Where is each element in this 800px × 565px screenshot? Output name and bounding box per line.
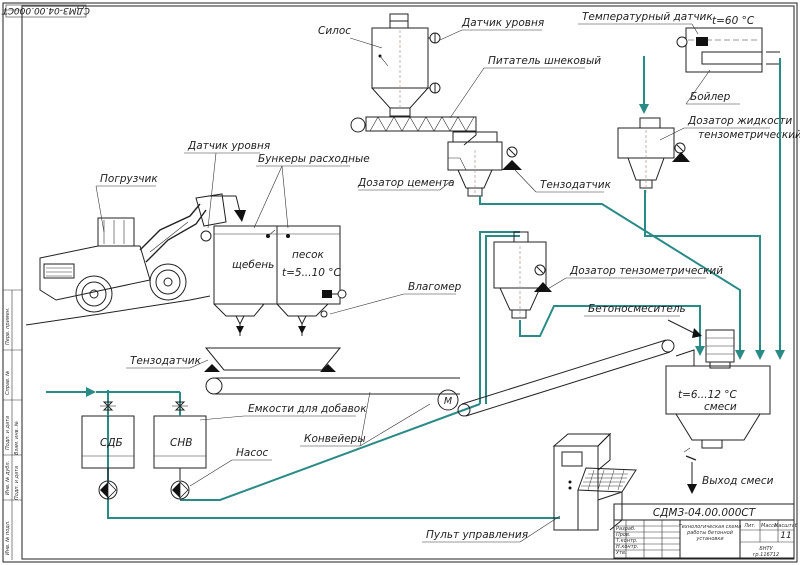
title-name-1: Технологическая схема	[679, 524, 742, 530]
concrete-mixer-label: Бетоносмеситель	[588, 303, 686, 315]
concrete-mixer: Бетоносмеситель t=6...12 °C смеси Выход …	[584, 303, 774, 494]
side-strip-text: Подп. и дата	[14, 466, 20, 500]
role-row: Н.контр.	[616, 544, 638, 550]
control-panel: Пульт управления	[422, 432, 637, 543]
title-block: СДМЗ-04.00.000СТ Технологическая схема р…	[613, 503, 798, 559]
col-header: Лит.	[743, 523, 756, 529]
pipelines	[46, 56, 785, 519]
mix-temp-label-2: смеси	[704, 401, 737, 413]
cement-doser: Дозатор цемента Тензодатчик	[357, 131, 612, 197]
loader: Погрузчик	[25, 173, 227, 326]
cement-doser-label: Дозатор цемента	[357, 177, 455, 189]
role-row: Утв.	[616, 550, 627, 556]
gravel-label: щебень	[232, 259, 274, 271]
moisture-meter-label: Влагомер	[408, 281, 462, 293]
title-name-2: работы бетонной	[686, 530, 734, 536]
side-strip-text: Взам. инв. №	[14, 421, 20, 455]
loader-arrow	[208, 195, 246, 222]
side-strip-text: Перв. примен.	[5, 307, 11, 345]
side-strip-text: Справ. №	[5, 371, 11, 395]
tenso-doser-label: Дозатор тензометрический	[569, 265, 723, 277]
load-cell-2-label: Тензодатчик	[130, 355, 202, 367]
drawing-code: СДМЗ-04.00.000СТ	[653, 507, 757, 519]
sand-temp-label: t=5...10 °C	[282, 267, 342, 279]
bunkers-label: Бункеры расходные	[258, 153, 370, 165]
silo-label: Силос	[318, 25, 351, 37]
boiler: Температурный датчик t=60 °C Бойлер	[578, 11, 780, 105]
pump-label: Насос	[236, 447, 269, 459]
top-code: СДМЗ-04.00.000СТ	[1, 5, 90, 15]
col-header: Масса	[761, 523, 777, 529]
sand-label: песок	[292, 249, 325, 261]
mix-temp-label: t=6...12 °C	[678, 389, 738, 401]
side-strip-text: Подп. и дата	[5, 416, 11, 450]
side-strip-text: Инв. № дубл.	[5, 461, 11, 495]
tenso-doser: Дозатор тензометрический	[493, 231, 723, 320]
silo: Силос	[318, 13, 441, 117]
sheet-number: 11	[780, 531, 791, 541]
side-strip-text: Инв. № подл.	[5, 521, 11, 556]
title-name-3: установки	[695, 536, 724, 542]
liquid-doser-label-2: тензометрический	[698, 129, 800, 141]
side-strip: Перв. примен. Справ. № Подп. и дата Инв.…	[3, 289, 22, 560]
boiler-label: Бойлер	[690, 91, 731, 103]
loader-label: Погрузчик	[100, 173, 158, 185]
sdb-label: СДБ	[100, 437, 123, 449]
liquid-doser-label-1: Дозатор жидкости	[687, 115, 792, 127]
horizontal-conveyor: Тензодатчик М	[126, 347, 460, 411]
screw-feeder-label: Питатель шнековый	[488, 55, 601, 67]
silo-level-sensor: Датчик уровня	[439, 17, 544, 41]
role-row: Т.контр.	[616, 538, 638, 544]
liquid-doser: Дозатор жидкости тензометрический	[617, 115, 800, 195]
pumps: Насос	[98, 447, 272, 500]
mix-output-label: Выход смеси	[702, 475, 774, 487]
col-header: Масштаб	[774, 523, 798, 529]
org-2: гр.116712	[753, 552, 779, 558]
role-row: Пров.	[616, 532, 631, 538]
boiler-temp-label: t=60 °C	[712, 15, 755, 27]
moisture-meter: Влагомер	[329, 281, 462, 315]
role-row: Разраб.	[616, 526, 636, 532]
level-sensor-2-label: Датчик уровня	[187, 140, 270, 152]
additive-tanks: Емкости для добавок СДБ СНВ	[81, 391, 367, 469]
control-panel-label: Пульт управления	[426, 529, 528, 541]
motor-label: М	[444, 396, 452, 407]
level-sensor-1-label: Датчик уровня	[461, 17, 544, 29]
org-1: БНТУ	[759, 546, 773, 552]
temp-sensor-label: Температурный датчик	[582, 11, 713, 23]
additive-tanks-label: Емкости для добавок	[248, 403, 367, 415]
inclined-conveyor: Конвейеры	[300, 339, 675, 447]
supply-bunkers: Датчик уровня Бункеры расходные щебень п…	[184, 140, 370, 336]
load-cell-1-label: Тензодатчик	[540, 179, 612, 191]
snv-label: СНВ	[170, 437, 192, 449]
conveyors-label: Конвейеры	[304, 433, 366, 445]
